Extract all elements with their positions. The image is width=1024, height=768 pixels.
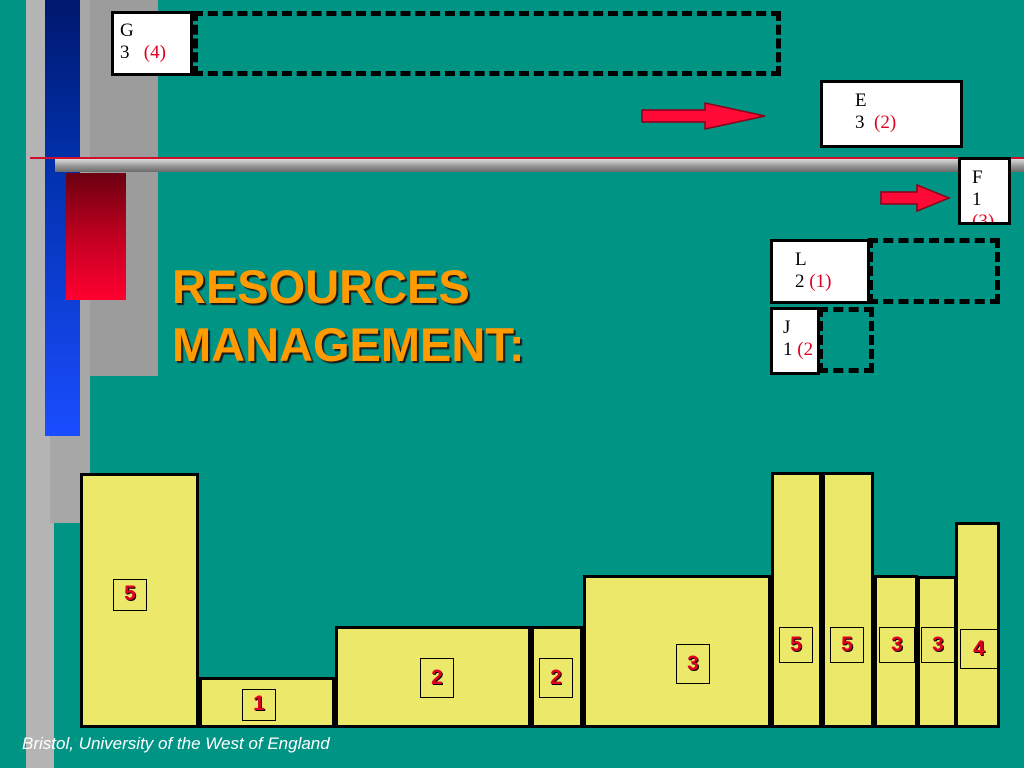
task-e-amount: 3 (855, 112, 865, 133)
resource-block: 4 (955, 522, 1000, 728)
resource-level: 5 (830, 627, 864, 663)
page-title: RESOURCES MANAGEMENT: (172, 260, 525, 371)
footer-credit: Bristol, University of the West of Engla… (22, 734, 330, 753)
arrow-right-icon (641, 102, 766, 130)
resource-block: 2 (531, 626, 583, 728)
resource-level: 3 (921, 627, 955, 663)
task-l: L 2 (1) (770, 239, 870, 304)
task-g-name: G (120, 20, 134, 41)
resource-block: 1 (199, 677, 335, 728)
resource-level: 4 (960, 629, 998, 669)
task-l-duration (868, 238, 1000, 304)
arrow-right-icon (880, 183, 951, 213)
task-j-name: J (783, 317, 791, 338)
task-f: F 1 (3) (958, 157, 1011, 225)
task-j-amount: 1 (783, 339, 793, 360)
task-f-amount: 1 (972, 189, 982, 210)
resource-block: 5 (80, 473, 199, 728)
decor-red-rule (30, 157, 1024, 159)
resource-level: 3 (879, 627, 915, 663)
resource-level: 5 (779, 627, 813, 663)
decor-horizontal-rule (55, 158, 1024, 172)
task-j-duration (818, 307, 874, 373)
resource-block: 5 (822, 472, 874, 728)
task-f-time: (3) (972, 211, 995, 225)
resource-level: 2 (420, 658, 454, 698)
task-g-duration (193, 11, 781, 76)
task-e-time: (2) (874, 112, 897, 133)
task-g: G 3 (4) (111, 11, 193, 76)
task-g-time: (4) (143, 42, 166, 63)
resource-block: 3 (874, 575, 918, 728)
resource-block: 5 (771, 472, 822, 728)
resource-block: 3 (917, 576, 957, 728)
task-g-amount: 3 (120, 42, 130, 63)
task-l-amount: 2 (795, 271, 805, 292)
task-e: E 3 (2) (820, 80, 963, 148)
task-f-name: F (972, 167, 983, 188)
task-e-name: E (855, 90, 867, 111)
decor-red-bar (66, 173, 126, 300)
resource-block: 2 (335, 626, 531, 728)
resource-level: 2 (539, 658, 573, 698)
task-l-time: (1) (809, 271, 832, 292)
resource-block: 3 (583, 575, 771, 728)
resource-level: 3 (676, 644, 710, 684)
resource-level: 5 (113, 579, 147, 611)
task-j: J 1 (2 (770, 307, 820, 375)
task-l-name: L (795, 249, 807, 270)
resource-level: 1 (242, 689, 276, 721)
task-j-time: (2 (797, 339, 814, 360)
